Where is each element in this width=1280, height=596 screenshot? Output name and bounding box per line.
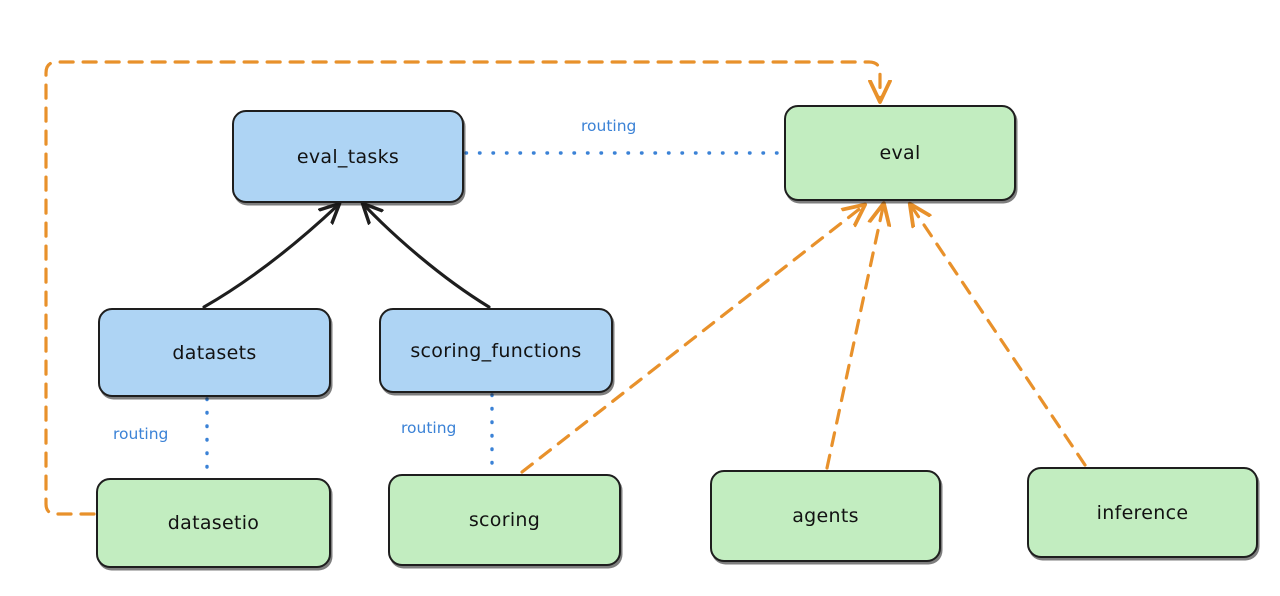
node-agents[interactable]: agents (710, 470, 941, 562)
node-scoring-functions-label: scoring_functions (410, 339, 582, 362)
node-datasetio[interactable]: datasetio (96, 478, 331, 568)
node-agents-label: agents (792, 505, 859, 527)
node-scoring-label: scoring (468, 509, 541, 531)
node-inference[interactable]: inference (1027, 467, 1258, 558)
edge-label-routing-top: routing (578, 117, 640, 135)
edge-agents-to-eval (825, 207, 883, 470)
node-eval-tasks[interactable]: eval_tasks (232, 110, 464, 203)
node-scoring-functions[interactable]: scoring_functions (379, 308, 613, 393)
edge-datasetio-to-eval (44, 60, 880, 516)
edge-datasets-to-eval-tasks (202, 206, 337, 309)
node-eval-label: eval (879, 142, 921, 164)
node-datasets[interactable]: datasets (98, 308, 331, 397)
edge-label-routing-scoring-functions-scoring: routing (398, 419, 460, 437)
edge-scoring-to-eval (520, 207, 862, 474)
edge-label-routing-datasets-datasetio: routing (110, 425, 172, 443)
node-eval[interactable]: eval (784, 105, 1016, 201)
edge-scoring-functions-to-eval-tasks (365, 206, 491, 309)
node-eval-tasks-label: eval_tasks (296, 145, 400, 168)
node-scoring[interactable]: scoring (388, 474, 621, 566)
node-datasets-label: datasets (172, 341, 257, 364)
node-inference-label: inference (1096, 501, 1189, 524)
edge-inference-to-eval (912, 207, 1087, 467)
node-datasetio-label: datasetio (167, 512, 260, 534)
